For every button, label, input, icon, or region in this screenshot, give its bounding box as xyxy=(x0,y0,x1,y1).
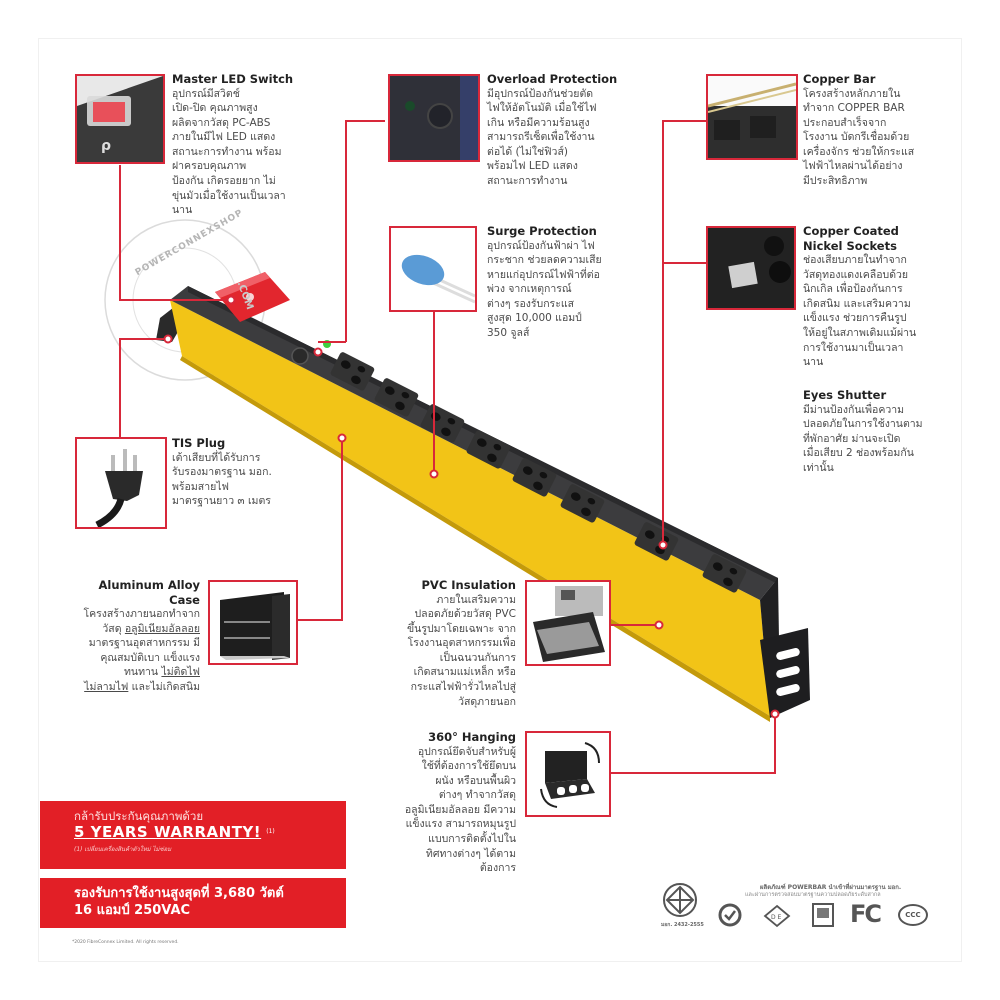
feature-title: Surge Protection xyxy=(487,224,597,238)
master-switch-image: ρ xyxy=(75,74,165,164)
callout-dot xyxy=(429,469,439,479)
feature-aluminum-case: Aluminum Alloy Case โครงสร้างภายนอกทำจาก… xyxy=(62,578,200,695)
copyright: *2020 FibreConnex Limited. All rights re… xyxy=(72,940,179,945)
callout-dot xyxy=(163,334,173,344)
leader-line xyxy=(345,120,347,342)
warranty-headline: 5 YEARS WARRANTY! xyxy=(74,823,262,841)
warranty-banner: กล้ารับประกันคุณภาพด้วย 5 YEARS WARRANTY… xyxy=(40,801,346,869)
hanging-bracket-image xyxy=(525,731,611,817)
feature-tis-plug: TIS Plug เต้าเสียบที่ได้รับการ รับรองมาต… xyxy=(172,436,312,509)
sockets-image xyxy=(706,226,796,310)
warranty-line1: กล้ารับประกันคุณภาพด้วย xyxy=(74,809,204,823)
warranty-mark: (1) xyxy=(266,828,275,835)
feature-title: Copper Bar xyxy=(803,72,876,86)
sgs-certification-icon xyxy=(718,903,744,929)
rating-banner: รองรับการใช้งานสูงสุดที่ 3,680 วัตต์ 16 … xyxy=(40,878,346,928)
rating-line1: รองรับการใช้งานสูงสุดที่ 3,680 วัตต์ xyxy=(74,886,284,901)
feature-overload-protection: Overload Protection มีอุปกรณ์ป้องกันช่วย… xyxy=(487,72,627,189)
svg-text:D E: D E xyxy=(771,914,782,921)
leader-line xyxy=(433,312,435,474)
feature-surge-protection: Surge Protection อุปกรณ์ป้องกันฟ้าผ่า ไฟ… xyxy=(487,224,632,341)
leader-line xyxy=(318,341,346,343)
callout-dot xyxy=(654,620,664,630)
aluminum-case-image xyxy=(208,580,298,665)
leader-line xyxy=(119,165,121,300)
vde-certification-icon: D E xyxy=(763,904,791,928)
ccc-certification-icon: CCC xyxy=(898,904,928,926)
feature-title: Master LED Switch xyxy=(172,72,294,86)
callout-dot xyxy=(770,709,780,719)
leader-line xyxy=(119,338,167,340)
feature-copper-coated-sockets: Copper Coated Nickel Sockets ช่องเสียบภา… xyxy=(803,224,958,370)
leader-line xyxy=(774,714,776,774)
cert-title-line: ผลิตภัณฑ์ POWERBAR นำเข้าที่ผ่านมาตรฐาน … xyxy=(760,884,902,891)
tis-certification-icon xyxy=(662,882,698,918)
leader-line xyxy=(662,120,664,544)
leader-line xyxy=(298,619,342,621)
tis-label: มอก. 2432-2555 xyxy=(661,922,704,928)
copper-bar-image xyxy=(706,74,798,160)
leader-line xyxy=(610,772,776,774)
feature-title: Copper Coated xyxy=(803,224,899,238)
pvc-image xyxy=(525,580,611,666)
feature-title: Nickel Sockets xyxy=(803,238,897,253)
cert-sub-line: และผ่านการตรวจสอบมาตรฐานความปลอดภัยระดับ… xyxy=(745,892,881,898)
tis-plug-image xyxy=(75,437,167,529)
svg-text:ρ: ρ xyxy=(101,138,111,154)
feature-copper-bar: Copper Bar โครงสร้างหลักภายใน ทำจาก COPP… xyxy=(803,72,953,189)
rating-line2: 16 แอมป์ 250VAC xyxy=(74,903,191,918)
leader-line xyxy=(345,120,385,122)
callout-dot xyxy=(337,433,347,443)
callout-dot xyxy=(313,347,323,357)
leader-line xyxy=(119,338,121,438)
feature-title: PVC Insulation xyxy=(421,578,517,592)
feature-title: 360° Hanging xyxy=(428,730,516,744)
page-frame xyxy=(38,38,962,962)
feature-title: Eyes Shutter xyxy=(803,388,887,402)
feature-title: Case xyxy=(169,592,200,607)
leader-line xyxy=(662,120,706,122)
feature-title: TIS Plug xyxy=(172,436,226,450)
leader-line xyxy=(341,438,343,621)
feature-master-switch: Master LED Switch อุปกรณ์มีสวิตช์ เปิด-ป… xyxy=(172,72,322,218)
feature-pvc-insulation: PVC Insulation ภายในเสริมความ ปลอดภัยด้ว… xyxy=(370,578,516,709)
fc-certification-icon: FC xyxy=(850,900,882,928)
feature-eyes-shutter: Eyes Shutter มีม่านป้องกันเพื่อความ ปลอด… xyxy=(803,388,958,475)
callout-dot xyxy=(226,295,236,305)
callout-dot xyxy=(658,540,668,550)
leader-line xyxy=(662,262,706,264)
leader-line xyxy=(119,299,231,301)
feature-title: Aluminum Alloy xyxy=(98,578,201,592)
leader-line xyxy=(610,624,658,626)
rohs-certification-icon xyxy=(812,903,834,927)
overload-image xyxy=(388,74,480,162)
surge-image xyxy=(389,226,477,312)
feature-360-hanging: 360° Hanging อุปกรณ์ยึดจับสำหรับผู้ ใช้ท… xyxy=(370,730,516,876)
feature-title: Overload Protection xyxy=(487,72,618,86)
warranty-note: (1) เปลี่ยนเครื่องสินค้าตัวใหม่ ไม่ซ่อม xyxy=(74,846,172,853)
